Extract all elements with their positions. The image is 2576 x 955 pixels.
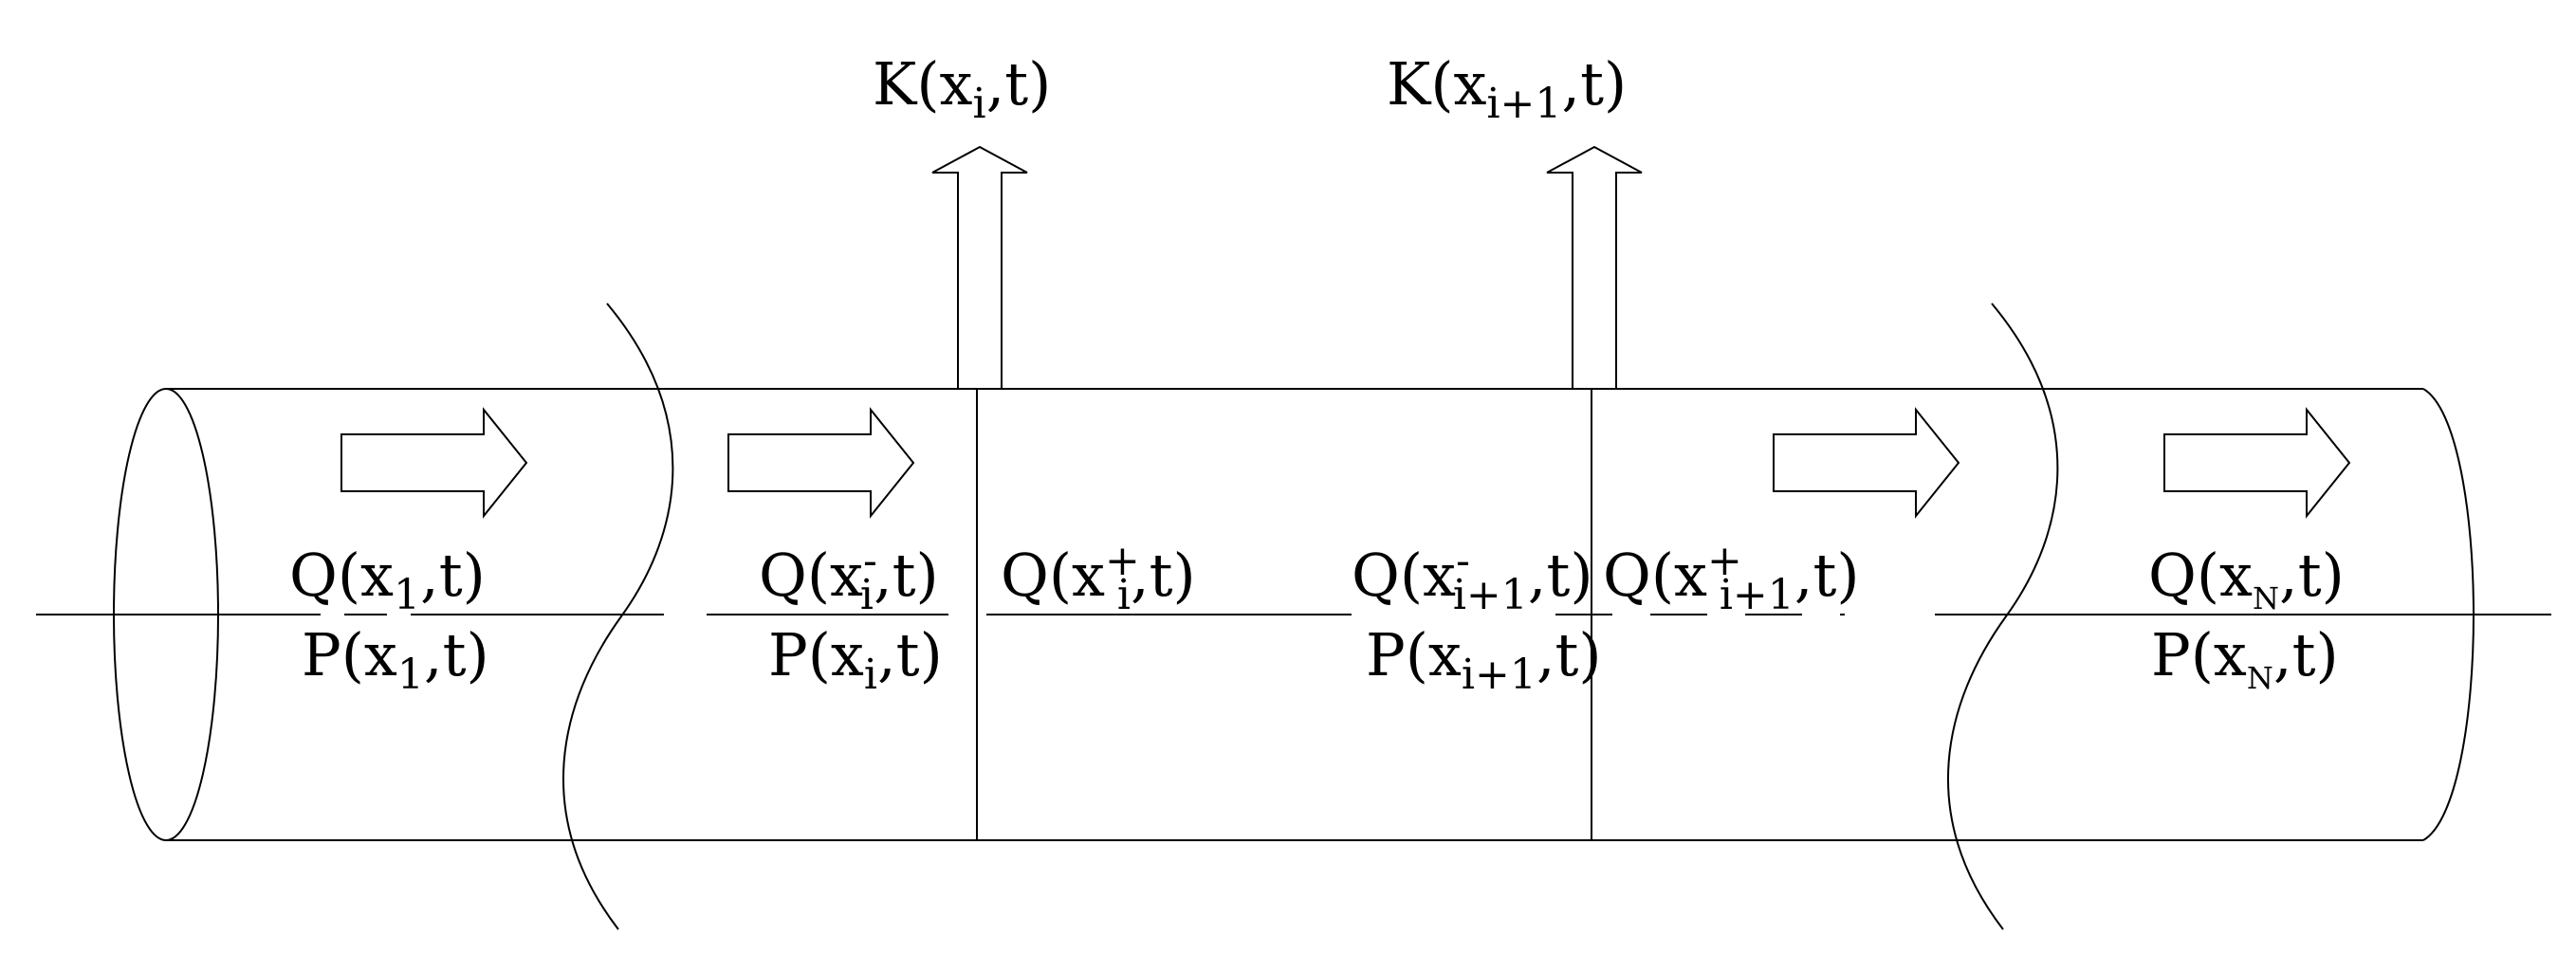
flow-arrow-4: [2163, 407, 2351, 519]
label-Q-xi1-minus: Q(x-i+1,t): [1352, 537, 1593, 619]
flow-arrows: [340, 407, 2351, 519]
label-P-xi1: P(xi+1,t): [1366, 620, 1602, 699]
flow-arrow-2: [727, 407, 915, 519]
outflow-arrow-i1: [1546, 145, 1643, 389]
flow-arrow-1: [340, 407, 528, 519]
flow-arrow-3: [1773, 407, 1960, 519]
label-K-i: K(xi,t): [873, 49, 1051, 128]
outflow-arrow-i: [931, 145, 1028, 389]
label-P-xi: P(xi,t): [768, 620, 943, 699]
label-P-xN: P(xN,t): [2151, 620, 2339, 696]
label-P-x1: P(x1,t): [302, 620, 489, 699]
label-K-i1: K(xi+1,t): [1387, 49, 1627, 128]
label-Q-xi1-plus: Q(x+i+1,t): [1603, 537, 1860, 619]
label-Q-xi-plus: Q(x+i,t): [1001, 537, 1196, 619]
break-line-left: [561, 303, 674, 930]
label-Q-x1: Q(x1,t): [289, 541, 486, 619]
label-Q-xi-minus: Q(x-i,t): [759, 537, 939, 619]
label-Q-xN: Q(xN,t): [2148, 541, 2345, 616]
break-line-right: [1946, 303, 2059, 930]
